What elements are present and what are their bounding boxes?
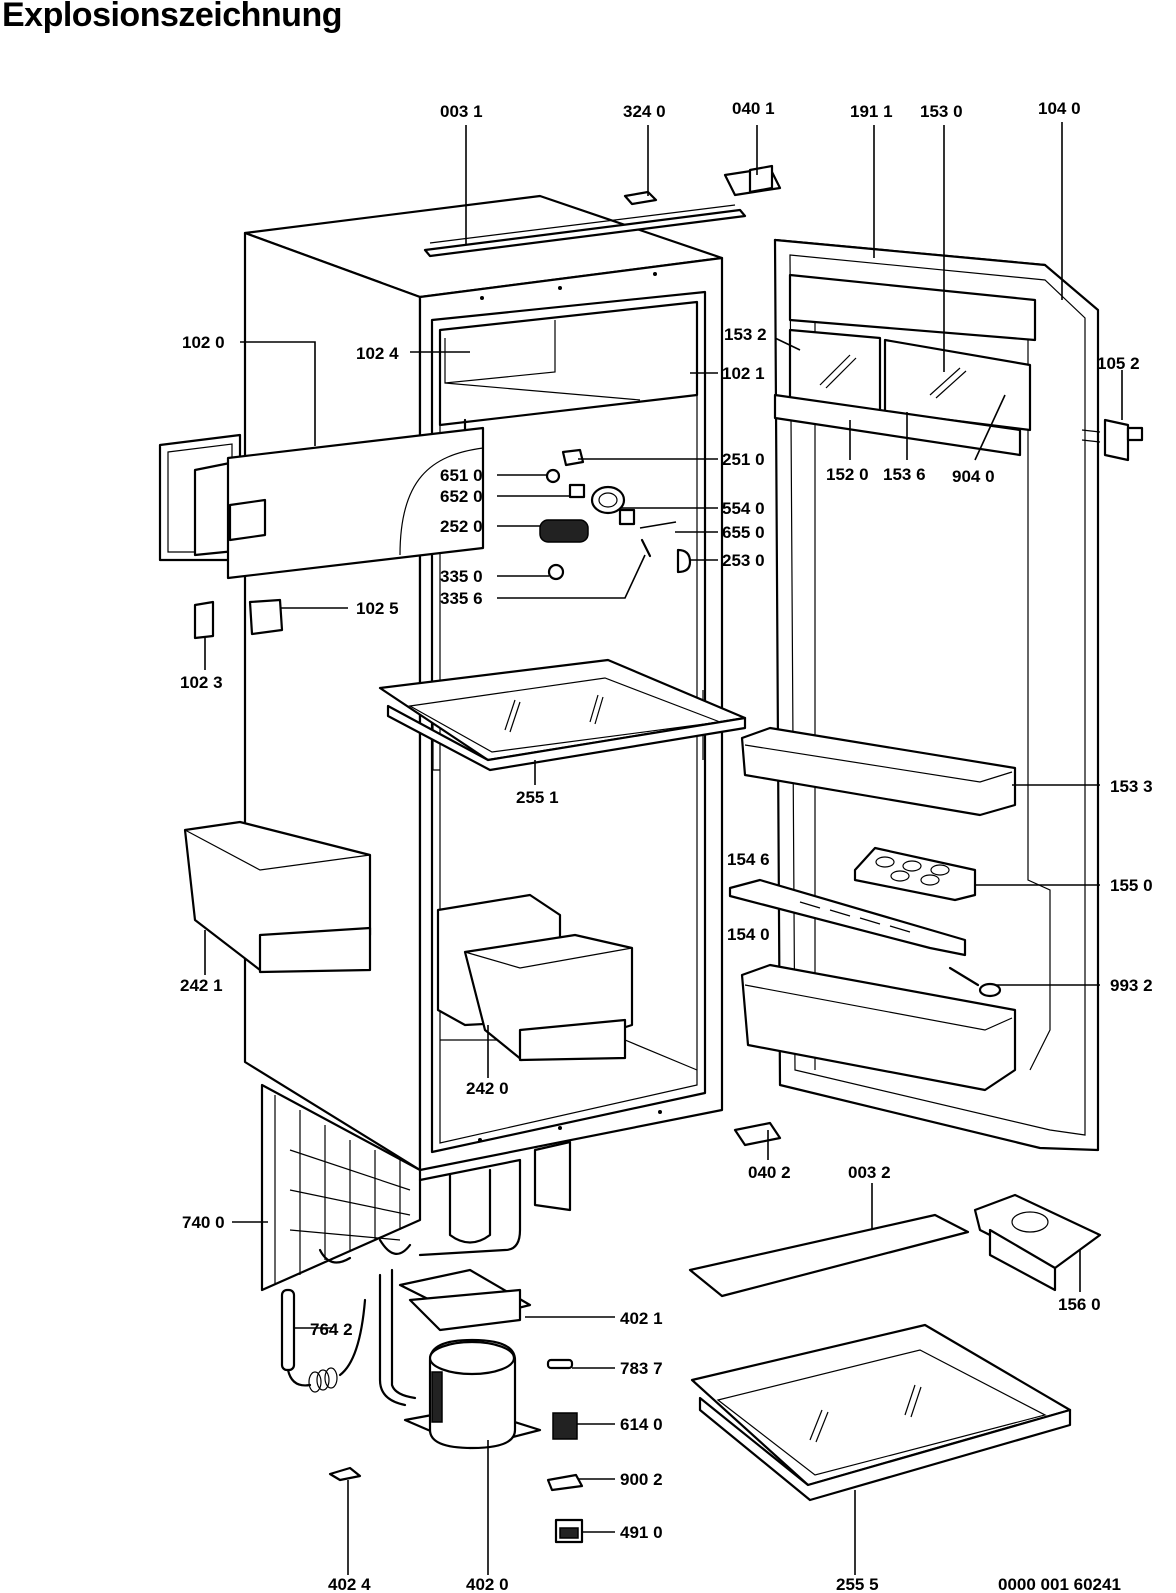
label-102-0: 102 0 — [182, 333, 225, 352]
label-191-1: 191 1 — [850, 102, 893, 121]
crisper-bin-right — [436, 893, 634, 1062]
label-491-0: 491 0 — [620, 1523, 663, 1542]
label-153-3: 153 3 — [1110, 777, 1153, 796]
label-764-2: 764 2 — [310, 1320, 353, 1339]
label-003-1: 003 1 — [440, 102, 483, 121]
label-904-0: 904 0 — [952, 467, 995, 486]
label-335-0: 335 0 — [440, 567, 483, 586]
label-652-0: 652 0 — [440, 487, 483, 506]
label-003-2: 003 2 — [848, 1163, 891, 1182]
label-255-1: 255 1 — [516, 788, 559, 807]
label-102-3: 102 3 — [180, 673, 223, 692]
label-251-0: 251 0 — [722, 450, 765, 469]
hinge-bracket-bottom — [733, 1121, 782, 1147]
door-hinge-right — [1081, 418, 1144, 462]
freezer-door — [158, 418, 485, 580]
part-labels: 003 1 324 0 040 1 191 1 153 0 104 0 102 … — [180, 99, 1153, 1593]
label-156-0: 156 0 — [1058, 1295, 1101, 1314]
label-040-1: 040 1 — [732, 99, 775, 118]
label-554-0: 554 0 — [722, 499, 765, 518]
thermostat-capillary — [280, 1288, 367, 1393]
condenser-coil — [260, 1083, 572, 1292]
label-154-0: 154 0 — [727, 925, 770, 944]
label-783-7: 783 7 — [620, 1359, 663, 1378]
label-324-0: 324 0 — [623, 102, 666, 121]
label-153-2: 153 2 — [724, 325, 767, 344]
label-102-4: 102 4 — [356, 344, 399, 363]
label-155-0: 155 0 — [1110, 876, 1153, 895]
clip-part — [623, 190, 658, 206]
label-255-5: 255 5 — [836, 1575, 879, 1593]
label-154-6: 154 6 — [727, 850, 770, 869]
vent-grille — [973, 1193, 1102, 1292]
hinge-bracket-top — [723, 164, 782, 197]
label-614-0: 614 0 — [620, 1415, 663, 1434]
label-153-0: 153 0 — [920, 102, 963, 121]
label-242-1: 242 1 — [180, 976, 223, 995]
label-740-0: 740 0 — [182, 1213, 225, 1232]
crisper-bin-left — [183, 820, 372, 974]
control-parts — [539, 448, 692, 581]
door-hinge-small — [193, 600, 215, 640]
electrical-parts — [328, 1358, 584, 1544]
drawing-number: 0000 001 60241 — [998, 1575, 1121, 1593]
label-102-5: 102 5 — [356, 599, 399, 618]
page-title: Explosionszeichnung — [2, 0, 342, 34]
label-252-0: 252 0 — [440, 517, 483, 536]
label-153-6: 153 6 — [883, 465, 926, 484]
label-105-2: 105 2 — [1097, 354, 1140, 373]
bottom-rail — [688, 1213, 970, 1298]
label-402-4: 402 4 — [328, 1575, 371, 1593]
label-242-0: 242 0 — [466, 1079, 509, 1098]
label-993-2: 993 2 — [1110, 976, 1153, 995]
glass-shelf-upper — [378, 658, 747, 772]
label-253-0: 253 0 — [722, 551, 765, 570]
leader-lines — [204, 122, 1123, 1575]
glass-shelf-lower — [690, 1323, 1072, 1502]
label-651-0: 651 0 — [440, 466, 483, 485]
label-335-6: 335 6 — [440, 589, 483, 608]
label-900-2: 900 2 — [620, 1470, 663, 1489]
label-655-0: 655 0 — [722, 523, 765, 542]
label-104-0: 104 0 — [1038, 99, 1081, 118]
label-402-1: 402 1 — [620, 1309, 663, 1328]
label-102-1: 102 1 — [722, 364, 765, 383]
top-rail — [423, 204, 747, 258]
label-040-2: 040 2 — [748, 1163, 791, 1182]
label-152-0: 152 0 — [826, 465, 869, 484]
refrigerator-door — [728, 238, 1100, 1152]
compressor — [378, 1268, 542, 1450]
door-corner-cap — [248, 598, 284, 636]
label-402-0: 402 0 — [466, 1575, 509, 1593]
